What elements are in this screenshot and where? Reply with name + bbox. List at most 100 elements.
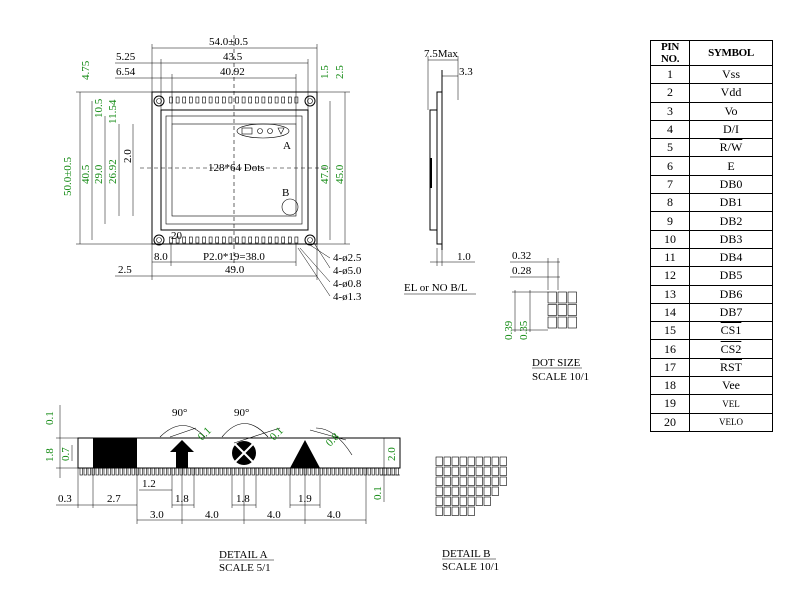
grid-cell — [451, 466, 459, 476]
svg-text:11.54: 11.54 — [107, 99, 119, 124]
pin-number: 9 — [650, 211, 690, 231]
grid-cell — [467, 506, 475, 516]
strip-dot — [255, 467, 259, 476]
dot-size: 0.32 0.28 0.39 0.35 DOT SIZE SCALE 10/1 — [503, 250, 589, 383]
svg-text:2.0: 2.0 — [122, 149, 134, 163]
grid-cell — [499, 476, 507, 486]
strip-dot — [279, 467, 283, 476]
pin-symbol: DB4 — [689, 247, 773, 268]
pin-pad — [261, 236, 266, 244]
side-pcb — [436, 91, 443, 245]
pin-number: 2 — [650, 83, 690, 103]
hole-label: 4-ø1.3 — [333, 291, 362, 303]
symbol-header: SYMBOL — [689, 40, 773, 66]
svg-text:8.0: 8.0 — [154, 251, 168, 263]
grid-cell — [499, 456, 507, 466]
svg-text:2.0: 2.0 — [386, 447, 398, 461]
svg-text:6.54: 6.54 — [116, 66, 136, 78]
strip-dot — [315, 467, 319, 476]
svg-text:47.0: 47.0 — [319, 164, 331, 184]
dot-cell — [557, 291, 567, 304]
grid-cell — [491, 486, 499, 496]
pin-symbol: DB5 — [689, 266, 773, 286]
dot-cell — [557, 304, 567, 316]
strip-dot — [103, 467, 107, 476]
left-dimensions: 50.0±0.5 40.5 29.0 26.92 2.0 4.75 10.5 1… — [62, 60, 152, 245]
strip-dot — [119, 467, 123, 476]
svg-text:2.5: 2.5 — [334, 65, 346, 79]
side-dim-33: 3.3 — [459, 66, 473, 78]
pin-pad — [222, 236, 226, 244]
strip-dot — [363, 467, 367, 476]
strip-dot — [111, 467, 115, 476]
strip-dot — [331, 467, 335, 476]
svg-text:P2.0*19=38.0: P2.0*19=38.0 — [203, 251, 265, 263]
strip-dot — [195, 467, 199, 476]
grid-cell — [483, 456, 491, 466]
strip-dot — [355, 467, 359, 476]
grid-cell — [443, 496, 451, 506]
pin-pad — [235, 96, 239, 104]
pin-number: 16 — [650, 339, 690, 359]
hole-label: 4-ø2.5 — [333, 252, 362, 264]
pin-pad — [281, 96, 286, 104]
pin-pad — [202, 236, 206, 244]
pin-number: 7 — [650, 174, 690, 195]
grid-cell — [451, 496, 459, 506]
dot-cell — [567, 316, 577, 329]
strip-dot — [311, 467, 315, 476]
pin-pad — [189, 96, 193, 104]
dot-cell — [557, 316, 567, 329]
svg-text:0.1: 0.1 — [44, 411, 56, 425]
grid-cell — [451, 476, 459, 486]
pin-pad — [241, 236, 246, 244]
pin-pad — [294, 96, 299, 104]
strip-dot — [79, 467, 83, 476]
svg-text:54.0±0.5: 54.0±0.5 — [209, 36, 249, 48]
strip-dot — [155, 467, 159, 476]
strip-dot — [123, 467, 127, 476]
strip-dot — [175, 467, 179, 476]
grid-cell — [475, 476, 483, 486]
svg-text:0.35: 0.35 — [518, 320, 530, 340]
strip-dot — [147, 467, 151, 476]
pin-symbol: CS1 — [689, 321, 773, 341]
strip-dot — [99, 467, 103, 476]
strip-dot — [107, 467, 111, 476]
grid-cell — [483, 486, 491, 496]
pin-pad — [208, 96, 213, 104]
pin-symbol: DB1 — [689, 193, 773, 213]
pin-symbol: DB3 — [689, 229, 773, 249]
pin-number: 8 — [650, 193, 690, 213]
pin-pad — [195, 96, 200, 104]
strip-dot — [287, 467, 291, 476]
strip-dot — [223, 467, 227, 476]
strip-dot — [283, 467, 287, 476]
detail-b-marker — [281, 198, 299, 216]
svg-text:3.0: 3.0 — [150, 509, 164, 521]
svg-text:1.5: 1.5 — [319, 65, 331, 79]
strip-dot — [299, 467, 303, 476]
strip-dot — [115, 467, 119, 476]
detail-a: 90° 90° 0.1 0.1 0.8 0.1 1.8 0.7 2.0 0.1 … — [44, 405, 401, 574]
pin-pad — [274, 236, 279, 244]
pin-number: 10 — [650, 229, 690, 249]
pin-pad — [261, 96, 266, 104]
grid-cell — [435, 506, 443, 516]
svg-text:5.25: 5.25 — [116, 51, 136, 63]
pin-symbol: DB6 — [689, 284, 773, 304]
strip-dot — [383, 467, 387, 476]
strip-dot — [167, 467, 171, 476]
strip-dot — [199, 467, 203, 476]
strip-dot — [227, 467, 231, 476]
pin-pad — [215, 236, 219, 244]
pin-symbol: Vee — [689, 376, 773, 396]
pin-symbol: D/I — [689, 119, 773, 140]
